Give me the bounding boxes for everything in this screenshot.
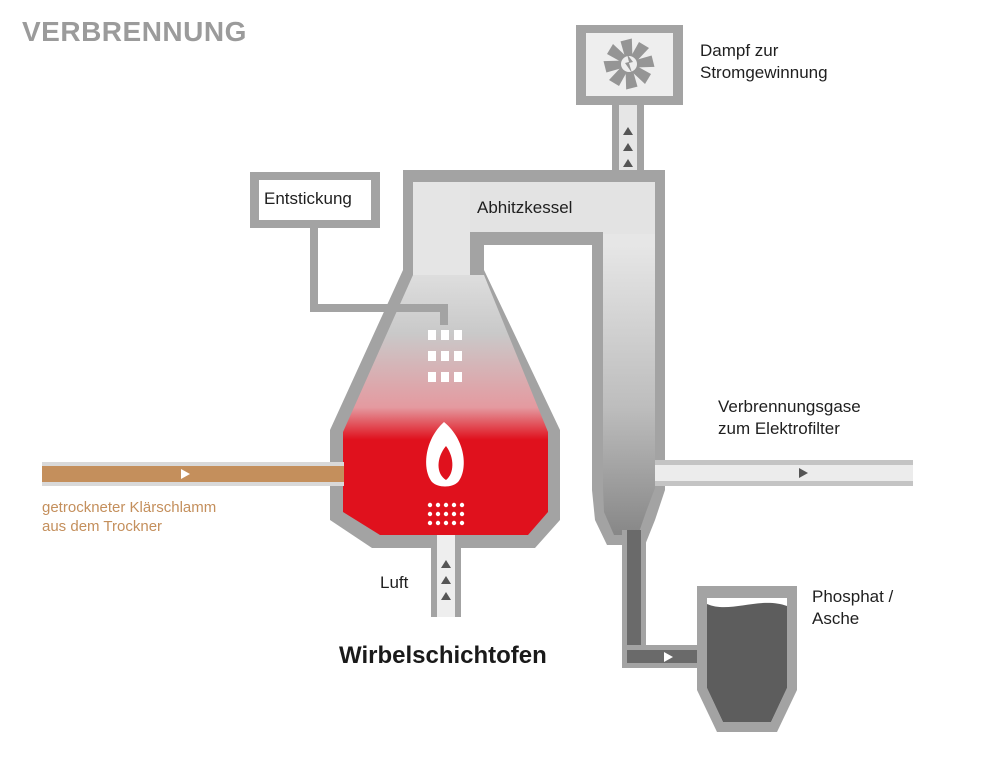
flow-arrow-icon	[181, 469, 190, 479]
boiler-label: Abhitzkessel	[477, 198, 573, 217]
ash-pipe	[622, 530, 712, 668]
flow-arrow-icon	[799, 468, 808, 478]
steam-label: Dampf zur Stromgewinnung	[700, 40, 828, 84]
sludge-label-line2: aus dem Trockner	[42, 518, 163, 535]
steam-label-line2: Stromgewinnung	[700, 63, 828, 82]
ash-label-line1: Phosphat /	[812, 587, 894, 606]
steam-label-line1: Dampf zur	[700, 41, 779, 60]
injection-nozzles	[428, 330, 462, 382]
furnace-chamber	[343, 275, 548, 535]
sludge-feed-pipe	[42, 462, 344, 486]
sludge-label: getrockneter Klärschlamm aus dem Trockne…	[42, 498, 216, 536]
flue-gas-pipe	[655, 460, 913, 486]
ash-label: Phosphat / Asche	[812, 586, 893, 630]
air-label: Luft	[380, 573, 409, 592]
flue-gas-label-line2: zum Elektrofilter	[718, 419, 840, 438]
ash-label-line2: Asche	[812, 609, 860, 628]
turbine-box	[576, 25, 683, 105]
denox-label: Entstickung	[264, 189, 352, 208]
turbine-icon	[603, 38, 655, 90]
furnace-label: Wirbelschichtofen	[339, 642, 547, 669]
page-title: VERBRENNUNG	[22, 16, 247, 47]
flue-gas-label: Verbrennungsgase zum Elektrofilter	[718, 396, 861, 440]
fluid-bed-dots	[427, 502, 465, 526]
denox-unit	[250, 172, 448, 325]
flue-gas-label-line1: Verbrennungsgase	[718, 397, 861, 416]
sludge-label-line1: getrockneter Klärschlamm	[42, 499, 217, 516]
air-inlet-pipe	[431, 535, 461, 617]
flame-icon	[426, 422, 464, 487]
ash-bin-icon	[697, 586, 797, 732]
